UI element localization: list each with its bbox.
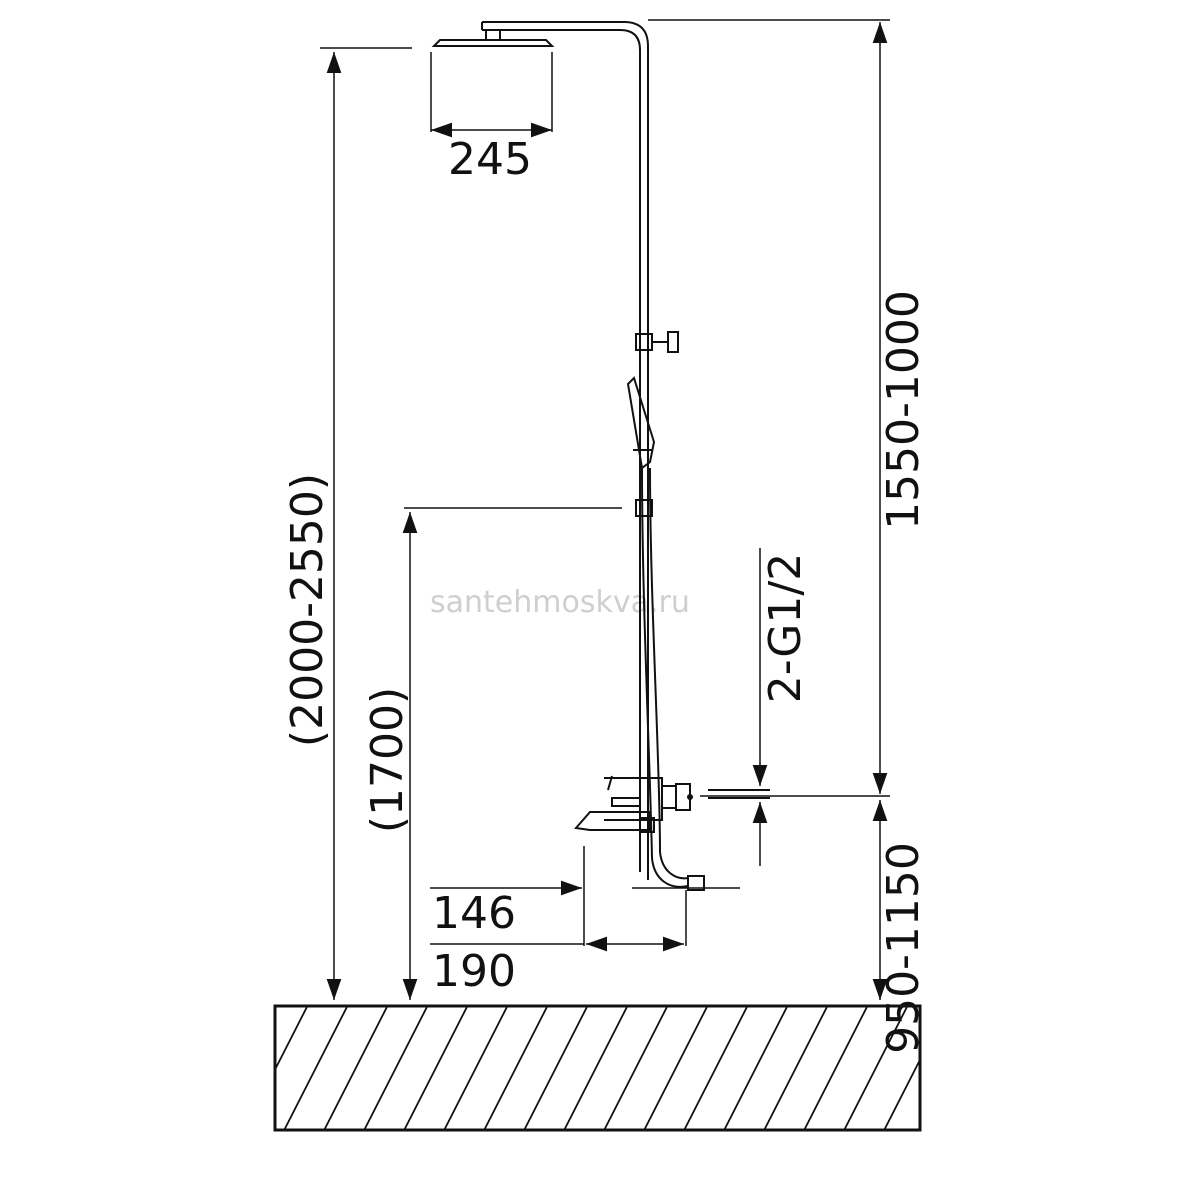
floor bbox=[273, 1004, 922, 1132]
rain-shower-head bbox=[430, 29, 555, 132]
extension-lines bbox=[320, 19, 890, 946]
mixer-depth-label: 190 bbox=[432, 946, 516, 997]
watermark: santehmoskva.ru bbox=[430, 585, 690, 620]
overall-height-label: (2000-2550) bbox=[282, 473, 333, 747]
bath-mixer bbox=[574, 775, 770, 833]
mixer-height-label: 950-1150 bbox=[878, 842, 929, 1054]
riser-pipe bbox=[481, 21, 649, 880]
hand-shower bbox=[626, 376, 656, 517]
shower-hose bbox=[641, 467, 705, 891]
height-adjust-knob bbox=[635, 331, 679, 353]
head-width-label: 245 bbox=[448, 134, 532, 185]
dimension-arrows bbox=[326, 22, 888, 1000]
spout-reach-label: 146 bbox=[432, 888, 516, 939]
riser-height-label: 1550-1000 bbox=[878, 290, 929, 530]
outlet-height-label: (1700) bbox=[362, 687, 413, 833]
thread-label: 2-G1/2 bbox=[760, 553, 811, 703]
